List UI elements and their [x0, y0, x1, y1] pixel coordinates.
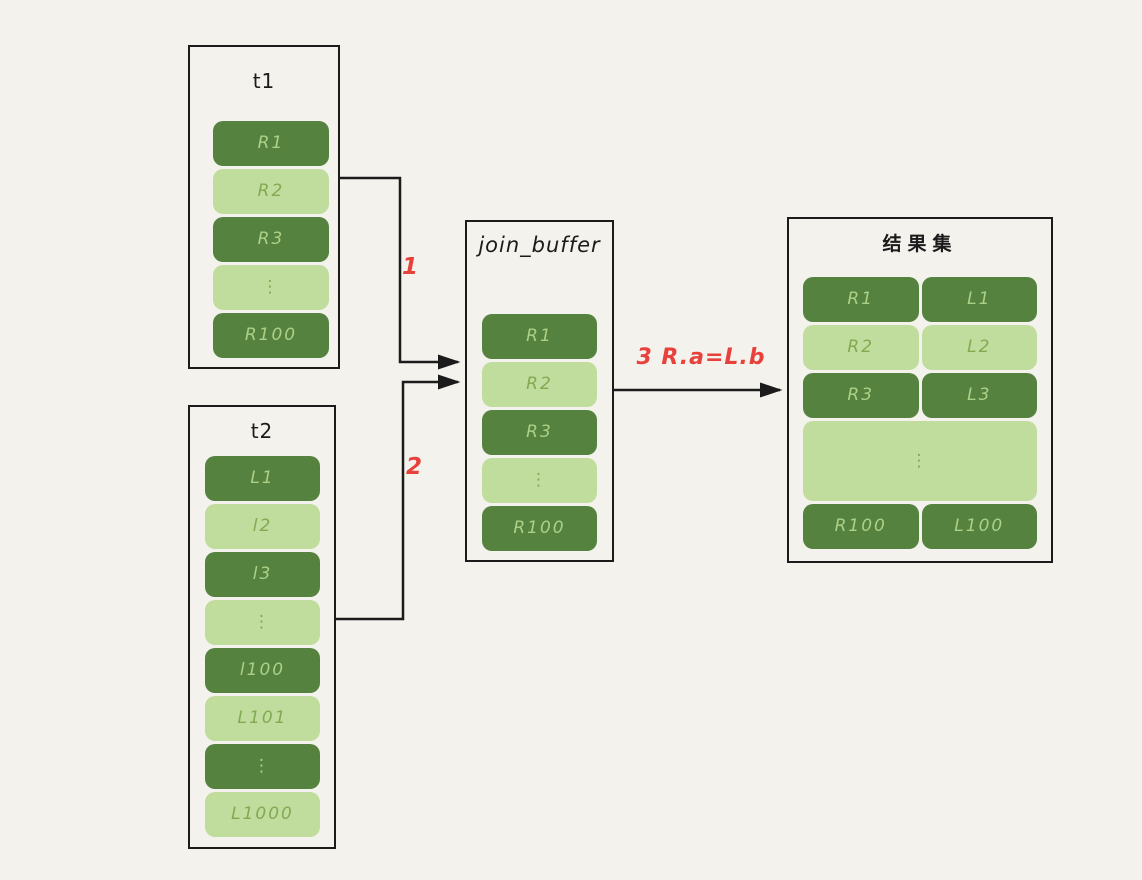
- table-cell: L1: [205, 456, 320, 501]
- result-cell-left: ⋮: [803, 421, 1037, 501]
- table-title-t2: t2: [250, 419, 274, 443]
- join-buffer-rows: R1 R2 R3 ⋮ R100: [482, 314, 597, 551]
- table-cell: l2: [205, 504, 320, 549]
- result-cell-right: L100: [921, 504, 1037, 549]
- table-title-t1: t1: [252, 69, 276, 93]
- table-cell: L1000: [205, 792, 320, 837]
- table-cell: ⋮: [205, 600, 320, 645]
- step-label-2: 2: [406, 454, 423, 480]
- table-cell: ⋮: [482, 458, 597, 503]
- result-cell-right: L1: [921, 277, 1037, 322]
- result-row: R3 L3: [803, 373, 1037, 418]
- table-cell: R1: [482, 314, 597, 359]
- table-cell: l100: [205, 648, 320, 693]
- result-set-rows: R1 L1 R2 L2 R3 L3 ⋮: [803, 277, 1037, 549]
- table-cell: R100: [213, 313, 329, 358]
- table-cell: R2: [482, 362, 597, 407]
- table-rows-t2: L1 l2 l3 ⋮ l100 L101 ⋮ L1000: [205, 456, 320, 837]
- result-cell-left: R3: [803, 373, 919, 418]
- result-set-box: 结果集 R1 L1 R2 L2 R3 L3 ⋮: [787, 217, 1053, 563]
- result-row: R2 L2: [803, 325, 1037, 370]
- table-cell: R3: [482, 410, 597, 455]
- join-buffer-title: join_buffer: [478, 233, 601, 257]
- table-cell: L101: [205, 696, 320, 741]
- result-row: R100 L100: [803, 504, 1037, 549]
- table-cell: l3: [205, 552, 320, 597]
- table-cell: R100: [482, 506, 597, 551]
- result-cell-right: L2: [921, 325, 1037, 370]
- step-label-1: 1: [402, 254, 419, 280]
- table-box-t1: t1 R1 R2 R3 ⋮ R100: [188, 45, 340, 369]
- table-rows-t1: R1 R2 R3 ⋮ R100: [213, 121, 329, 358]
- result-cell-right: L3: [921, 373, 1037, 418]
- result-cell-left: R2: [803, 325, 919, 370]
- arrow-t1-to-join-buffer: [340, 176, 461, 370]
- table-cell: ⋮: [213, 265, 329, 310]
- result-row: R1 L1: [803, 277, 1037, 322]
- result-cell-left: R100: [803, 504, 919, 549]
- table-cell: R2: [213, 169, 329, 214]
- table-cell: ⋮: [205, 744, 320, 789]
- join-buffer-box: join_buffer R1 R2 R3 ⋮ R100: [465, 220, 614, 562]
- table-cell: R1: [213, 121, 329, 166]
- table-cell: R3: [213, 217, 329, 262]
- arrow-t2-to-join-buffer: [336, 374, 461, 621]
- result-row: ⋮: [803, 421, 1037, 501]
- result-cell-left: R1: [803, 277, 919, 322]
- table-box-t2: t2 L1 l2 l3 ⋮ l100 L101 ⋮ L1000: [188, 405, 336, 849]
- step-label-3: 3 R.a=L.b: [636, 345, 766, 370]
- result-set-title: 结果集: [882, 233, 958, 255]
